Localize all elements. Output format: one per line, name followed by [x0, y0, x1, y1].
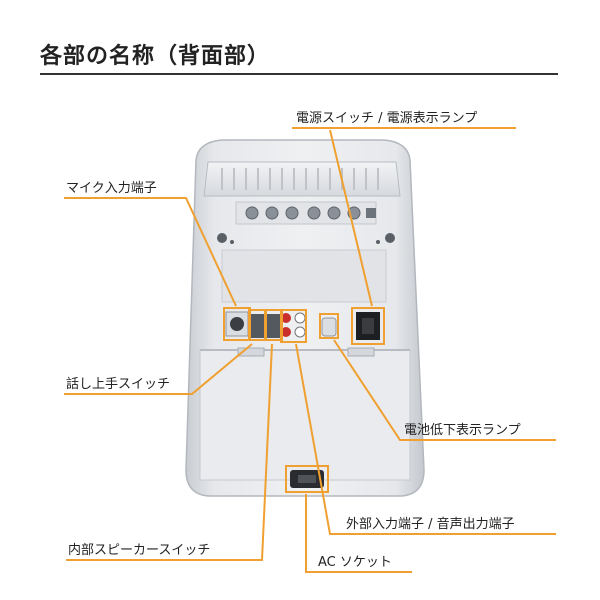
label-external-jacks: 外部入力端子 / 音声出力端子	[346, 516, 515, 532]
callout-lines	[64, 127, 556, 573]
page-title: 各部の名称（背面部）	[40, 44, 271, 69]
title-underline	[40, 73, 558, 75]
label-talk-switch: 話し上手スイッチ	[66, 376, 170, 392]
label-ac-socket: AC ソケット	[318, 555, 392, 570]
label-mic-input: マイク入力端子	[66, 181, 157, 196]
jack-panel	[225, 311, 380, 488]
label-battery-lamp: 電池低下表示ランプ	[404, 423, 521, 438]
label-power: 電源スイッチ / 電源表示ランプ	[296, 111, 477, 126]
label-internal-speaker-switch: 内部スピーカースイッチ	[68, 542, 210, 558]
